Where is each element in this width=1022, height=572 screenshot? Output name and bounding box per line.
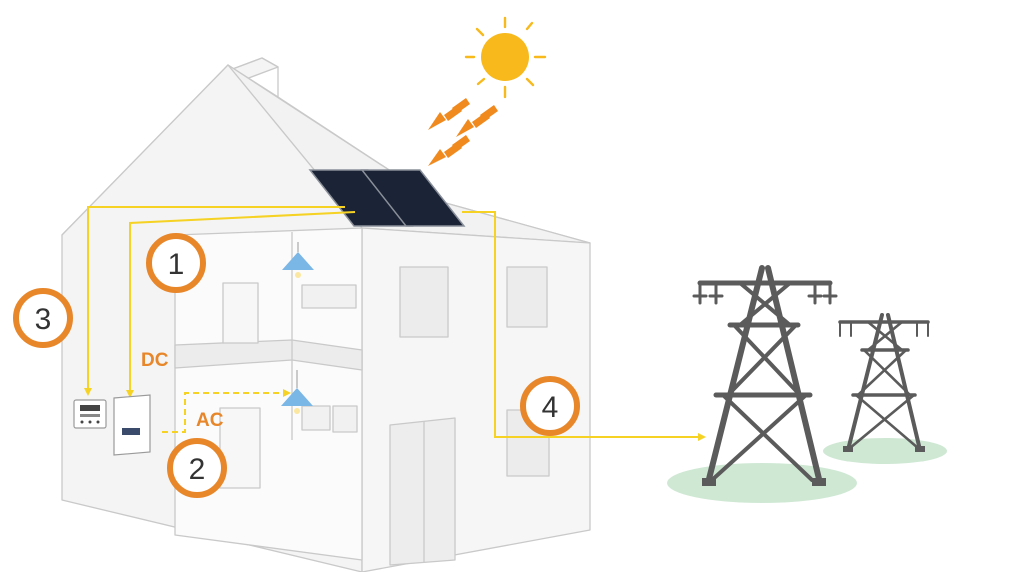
ac-label: AC bbox=[196, 410, 224, 431]
wire-ac bbox=[162, 392, 285, 433]
house bbox=[61, 57, 591, 572]
sunlight-arrows bbox=[428, 98, 498, 166]
ground-patch bbox=[823, 438, 947, 464]
marker-3: 3 bbox=[13, 288, 73, 348]
wire-meter bbox=[87, 206, 345, 390]
marker-4-number: 4 bbox=[542, 391, 559, 424]
meter-icon bbox=[73, 399, 107, 429]
sun-icon bbox=[464, 16, 547, 99]
pylon-icon bbox=[692, 265, 838, 486]
ceiling-lamp-icon bbox=[282, 242, 314, 278]
wire-grid bbox=[462, 211, 698, 438]
marker-2: 2 bbox=[167, 438, 227, 498]
ground-patch bbox=[667, 463, 857, 503]
marker-2-number: 2 bbox=[189, 453, 206, 486]
dc-label: DC bbox=[141, 350, 169, 371]
inverter-icon bbox=[113, 394, 151, 456]
wire-dc bbox=[129, 211, 356, 392]
wiring bbox=[87, 206, 698, 438]
marker-1-number: 1 bbox=[168, 248, 185, 281]
marker-3-number: 3 bbox=[35, 303, 52, 336]
pylon-icon bbox=[838, 313, 930, 452]
marker-4: 4 bbox=[520, 376, 580, 436]
solar-panel-icon bbox=[308, 169, 466, 227]
ceiling-lamp-icon bbox=[281, 370, 313, 414]
marker-1: 1 bbox=[146, 233, 206, 293]
